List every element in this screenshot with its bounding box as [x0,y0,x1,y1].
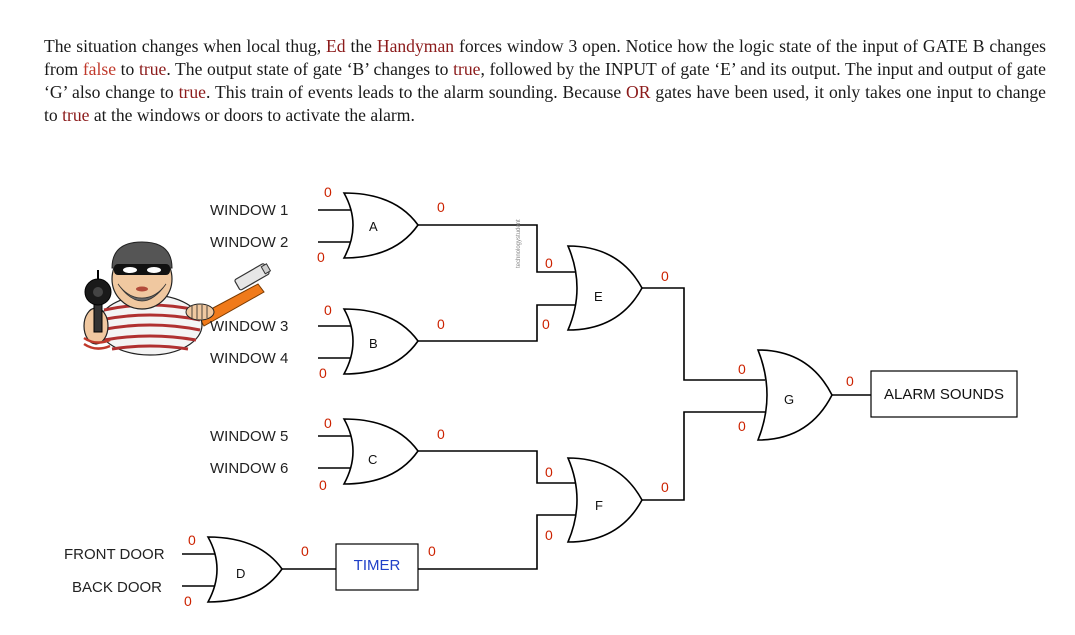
state-timer-out: 0 [428,543,436,559]
eye-mask [114,264,170,275]
label-window-2: WINDOW 2 [210,234,288,251]
state-d-out: 0 [301,543,309,559]
gate-b-label: B [369,336,378,351]
text-run: , followed by the INPUT of gate ‘E’ and … [44,59,1046,102]
gate-c-label: C [368,452,377,467]
gate-f-label: F [595,498,603,513]
state-c-in1: 0 [324,415,332,431]
state-c-in2: 0 [319,477,327,493]
gate-g: G [756,349,833,441]
logic-states: 0 0 0 0 0 0 0 0 0 0 0 0 0 0 0 0 0 0 0 0 … [184,184,854,609]
highlight-handyman: Handyman [376,36,455,56]
timer-block: TIMER [335,543,419,591]
thug-illustration [83,241,272,356]
alarm-block: ALARM SOUNDS [870,370,1018,418]
gate-a: A [342,192,419,259]
label-window-5: WINDOW 5 [210,428,288,445]
hammer-head [234,263,272,291]
explanation-paragraph: The situation changes when local thug, E… [44,35,1046,127]
highlight-true: true [62,105,90,125]
text-run: gates have been used, it only takes one … [44,82,1046,125]
beanie [111,241,173,269]
state-f-in1: 0 [545,464,553,480]
text-run: The situation changes when local thug, [44,36,327,56]
gate-g-label: G [784,392,794,407]
state-d-in2: 0 [184,593,192,609]
highlight-true: true [453,59,481,79]
highlight-true: true [178,82,206,102]
highlight-ed: Ed [326,36,346,56]
gate-a-label: A [369,219,378,234]
text-run: at the windows or doors to activate the … [89,105,415,125]
label-window-4: WINDOW 4 [210,350,288,367]
state-b-out: 0 [437,316,445,332]
gate-d-label: D [236,566,245,581]
state-f-out: 0 [661,479,669,495]
text-run: . This train of events leads to the alar… [205,82,627,102]
gate-f: F [566,457,643,543]
alarm-label: ALARM SOUNDS [884,386,1004,403]
text-run: to [116,59,139,79]
state-e-in2: 0 [542,316,550,332]
watermark: technologystudent [516,219,522,268]
state-g-in1: 0 [738,361,746,377]
gate-e-label: E [594,289,603,304]
label-back-door: BACK DOOR [72,579,162,596]
state-a-out: 0 [437,199,445,215]
label-window-3: WINDOW 3 [210,318,288,335]
highlight-or: OR [626,82,651,102]
label-front-door: FRONT DOOR [64,546,165,563]
state-g-out: 0 [846,373,854,389]
state-d-in1: 0 [188,532,196,548]
highlight-false: false [82,59,117,79]
label-window-1: WINDOW 1 [210,202,288,219]
gate-e: E [566,245,643,331]
timer-label: TIMER [354,557,401,574]
state-e-in1: 0 [545,255,553,271]
state-b-in2: 0 [319,365,327,381]
state-e-out: 0 [661,268,669,284]
state-b-in1: 0 [324,302,332,318]
text-run: forces window 3 open. Notice how the log… [44,36,1047,79]
state-f-in2: 0 [545,527,553,543]
state-a-in1: 0 [324,184,332,200]
beard [117,283,167,302]
state-g-in2: 0 [738,418,746,434]
text-run: the [345,36,377,56]
gate-b: B [342,308,419,375]
gate-d: D [206,536,283,603]
wires [182,209,871,587]
highlight-true: true [138,59,167,79]
state-a-in2: 0 [317,249,325,265]
text-run: . The output state of gate ‘B’ changes t… [166,59,454,79]
gate-c: C [342,418,419,485]
state-c-out: 0 [437,426,445,442]
label-window-6: WINDOW 6 [210,460,288,477]
